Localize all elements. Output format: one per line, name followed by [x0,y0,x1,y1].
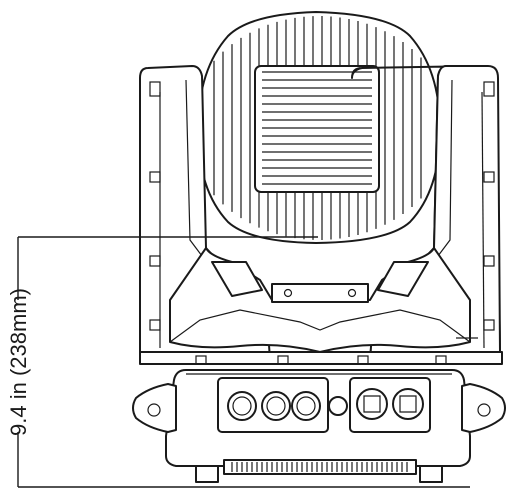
height-dimension: 9.4 in (238mm) [6,236,470,488]
yoke-center [139,247,503,365]
dimension-label: 9.4 in (238mm) [6,288,31,436]
base-unit [132,369,506,483]
head-heatsink-fins [197,11,441,244]
